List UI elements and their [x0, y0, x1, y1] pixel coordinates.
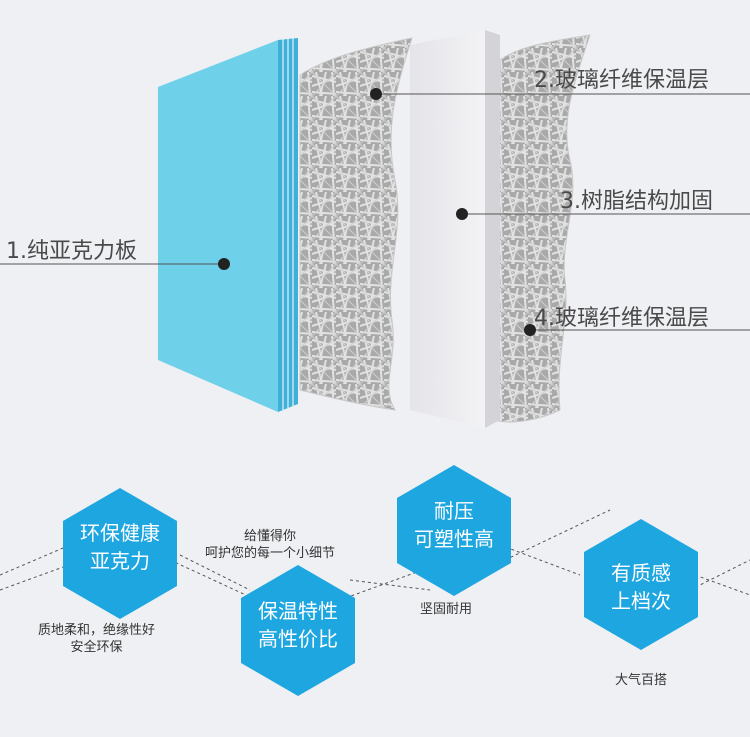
resin-board [410, 30, 500, 428]
feature-1-note: 质地柔和，绝缘性好 安全环保 [38, 622, 155, 656]
feature-3-note: 坚固耐用 [420, 601, 472, 618]
feature-2-line2: 高性价比 [258, 627, 338, 651]
feature-3-line2: 可塑性高 [414, 527, 494, 551]
feature-1-line1: 环保健康 [80, 521, 160, 545]
feature-3-title: 耐压 可塑性高 [399, 497, 509, 553]
feature-4-note: 大气百搭 [615, 672, 667, 689]
acrylic-board [158, 40, 278, 412]
feature-2-title: 保温特性 高性价比 [243, 597, 353, 653]
feature-2-note-line2: 呵护您的每一个小细节 [205, 546, 336, 561]
feature-hex-2 [241, 565, 355, 696]
layer-label-3: 3.树脂结构加固 [560, 189, 713, 214]
feature-3-note-line1: 坚固耐用 [420, 602, 473, 617]
feature-4-line1: 有质感 [611, 561, 671, 585]
feature-1-note-line1: 质地柔和，绝缘性好 [38, 623, 156, 638]
layer-label-1: 1.纯亚克力板 [6, 239, 137, 264]
fiberglass-layer-front [299, 37, 413, 411]
feature-3-line1: 耐压 [434, 499, 474, 523]
layer-label-2: 2.玻璃纤维保温层 [534, 68, 709, 93]
feature-2-line1: 保温特性 [258, 599, 338, 623]
feature-2-note: 给懂得你 呵护您的每一个小细节 [205, 528, 335, 562]
layer-label-4: 4.玻璃纤维保温层 [534, 306, 709, 331]
feature-1-note-line2: 安全环保 [70, 640, 123, 655]
feature-hex-1 [63, 488, 177, 619]
feature-4-note-line1: 大气百搭 [615, 673, 668, 688]
feature-4-title: 有质感 上档次 [586, 559, 696, 615]
fiberglass-layer-back [494, 34, 591, 423]
feature-hex-4 [584, 519, 698, 650]
feature-1-title: 环保健康 亚克力 [65, 519, 175, 575]
feature-hex-3 [397, 465, 511, 596]
feature-4-line2: 上档次 [611, 589, 671, 613]
feature-2-note-line1: 给懂得你 [244, 529, 297, 544]
feature-1-line2: 亚克力 [90, 549, 150, 573]
